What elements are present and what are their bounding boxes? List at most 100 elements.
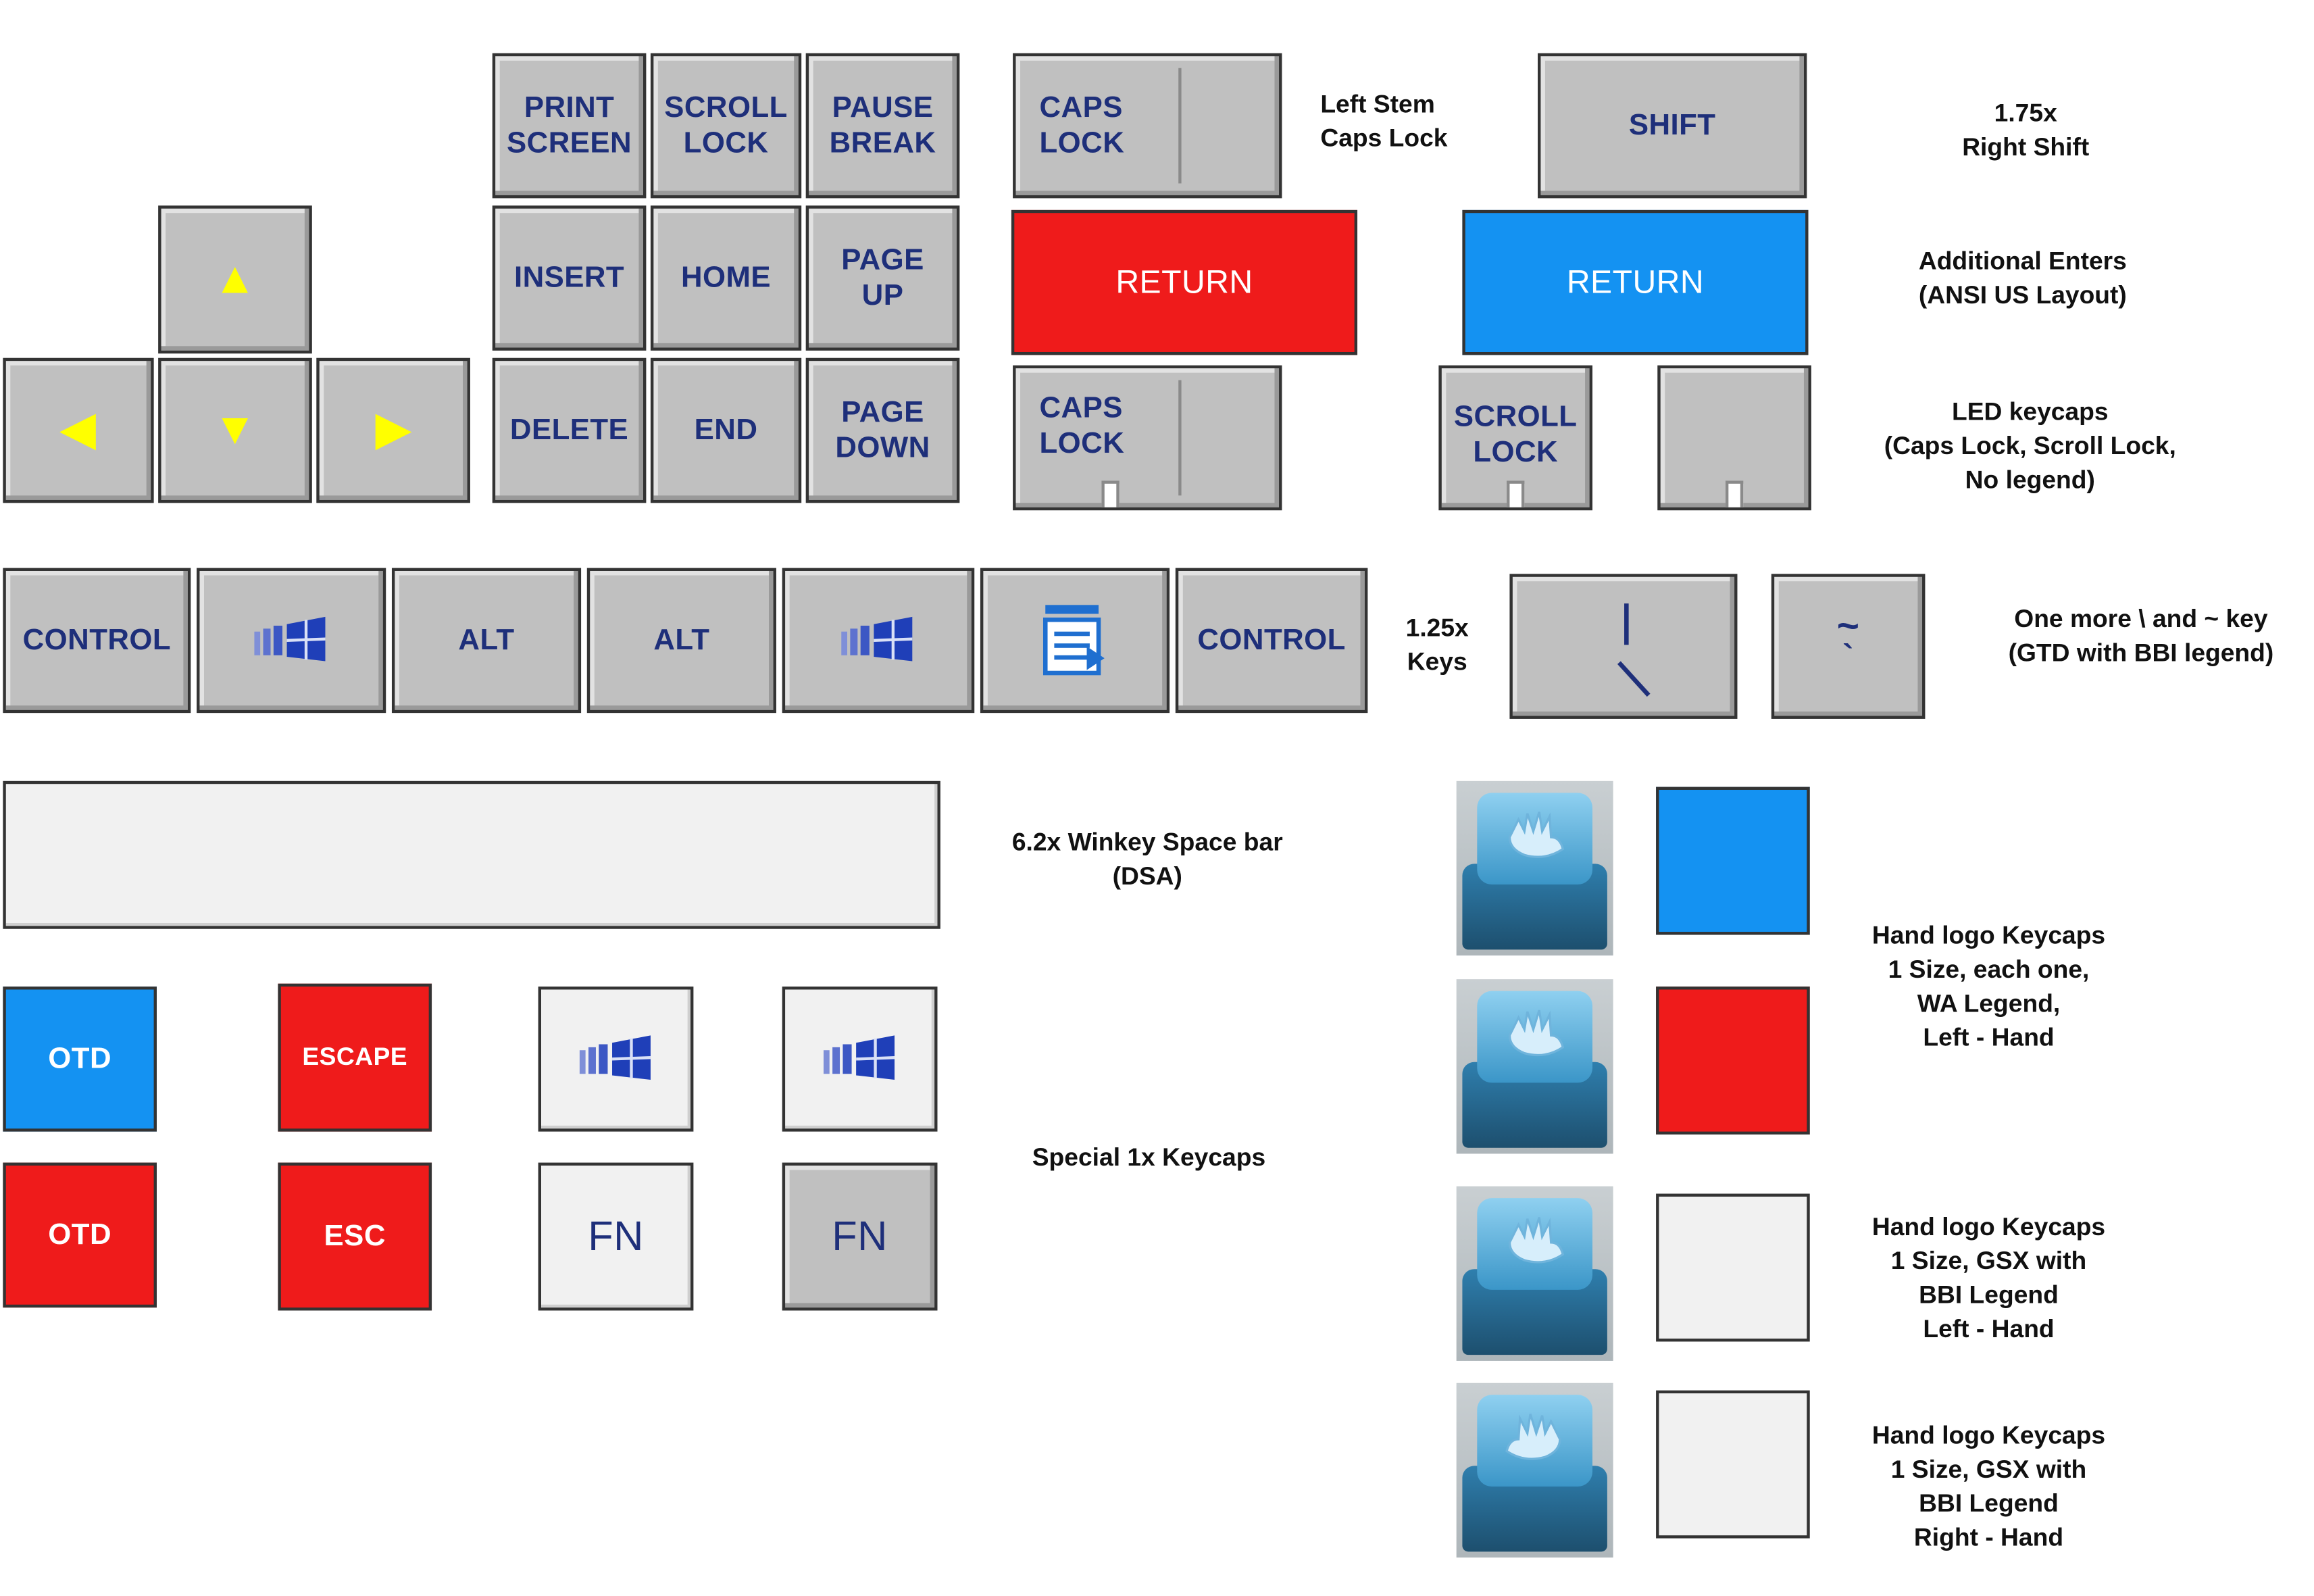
context-menu-icon <box>1042 605 1105 676</box>
key-legend: ESC <box>324 1220 386 1253</box>
note-line: 1.75x <box>1994 99 2057 128</box>
arrow-right-icon: ▶ <box>376 405 411 455</box>
note-line: Left - Hand <box>1923 1314 2055 1343</box>
key-legend: PAGE UP <box>841 244 924 312</box>
key-legend: RETURN <box>1566 263 1705 300</box>
note-line: Hand logo Keycaps <box>1871 921 2106 950</box>
esc-key: ESC <box>278 1162 432 1311</box>
hand-logo-icon <box>1508 1217 1565 1264</box>
led-window <box>1725 480 1744 507</box>
note-line: 1 Size, GSX with <box>1890 1247 2087 1275</box>
key-legend: CONTROL <box>1197 624 1346 657</box>
additional-enters-note: Additional Enters (ANSI US Layout) <box>1885 245 2160 313</box>
arrow-down-key: ▼ <box>158 357 312 503</box>
note-line: WA Legend, <box>1917 989 2061 1018</box>
note-line: LED keycaps <box>1951 397 2109 426</box>
key-legend: HOME <box>681 261 772 295</box>
hand-keycap-photo <box>1456 979 1613 1154</box>
note-line: Left - Hand <box>1923 1023 2055 1052</box>
caps-lock-left-stem-key: CAPS LOCK <box>1013 53 1282 199</box>
fn-gray-key: FN <box>782 1162 938 1311</box>
hand-logo-icon <box>1505 1414 1561 1460</box>
special-keycaps-note: Special 1x Keycaps <box>1009 1142 1290 1176</box>
key-legend: OTD <box>48 1218 112 1251</box>
keys-125-note: 1.25x Keys <box>1393 612 1482 680</box>
backslash-key <box>1509 574 1738 719</box>
note-line: (DSA) <box>1112 862 1182 891</box>
key-legend: END <box>694 414 758 447</box>
note-line: 6.2x Winkey Space bar <box>1011 828 1283 857</box>
windows-white-key-2 <box>782 987 938 1132</box>
key-legend: DELETE <box>509 414 629 447</box>
note-line: Left Stem <box>1320 90 1435 119</box>
insert-key: INSERT <box>492 205 647 351</box>
hand-wa-note: Hand logo Keycaps 1 Size, each one, WA L… <box>1848 920 2130 1056</box>
arrow-up-icon: ▲ <box>213 254 257 303</box>
windows-right-key <box>782 568 975 714</box>
note-line: Special 1x Keycaps <box>1032 1143 1266 1172</box>
tilde-key: ~ ` <box>1771 574 1926 719</box>
arrow-right-key: ▶ <box>316 357 470 503</box>
return-blue-key: RETURN <box>1462 209 1809 355</box>
fn-white-key: FN <box>538 1162 694 1311</box>
key-legend: ALT <box>458 624 515 657</box>
windows-logo-icon <box>578 1035 650 1080</box>
stem-divider <box>1178 380 1182 496</box>
backslash-pipe-legend <box>1617 603 1651 697</box>
windows-logo-icon <box>254 616 326 662</box>
alt-left-key: ALT <box>391 568 582 714</box>
arrow-down-icon: ▼ <box>213 405 257 455</box>
led-window <box>1101 480 1120 507</box>
key-legend: SCROLL LOCK <box>1453 401 1578 469</box>
white-swatch-2 <box>1656 1390 1810 1539</box>
hand-logo-icon <box>1508 812 1565 858</box>
key-legend: ESCAPE <box>302 1042 408 1071</box>
shift-key: SHIFT <box>1538 53 1807 199</box>
note-line: (Caps Lock, Scroll Lock, <box>1884 432 2176 460</box>
key-legend: FN <box>588 1213 644 1260</box>
windows-logo-icon <box>822 1035 894 1080</box>
key-legend: RETURN <box>1115 263 1253 300</box>
end-key: END <box>650 357 802 503</box>
key-legend: PRINT SCREEN <box>507 91 632 160</box>
arrow-left-key: ◀ <box>3 357 154 503</box>
note-line: Right - Hand <box>1913 1523 2064 1551</box>
blue-swatch <box>1656 787 1810 935</box>
print-screen-key: PRINT SCREEN <box>492 53 647 199</box>
key-legend: OTD <box>48 1043 112 1076</box>
note-line: BBI Legend <box>1919 1489 2059 1518</box>
key-legend: ALT <box>653 624 710 657</box>
pause-break-key: PAUSE BREAK <box>805 53 960 199</box>
hand-keycap-photo <box>1456 780 1613 956</box>
key-legend-tilde: ~ <box>1836 603 1860 647</box>
key-legend: INSERT <box>513 261 625 295</box>
page-down-key: PAGE DOWN <box>805 357 960 503</box>
key-legend: SHIFT <box>1628 109 1716 143</box>
note-line: No legend) <box>1965 466 2095 494</box>
hand-gsx-left-note: Hand logo Keycaps 1 Size, GSX with BBI L… <box>1848 1212 2130 1347</box>
arrow-left-icon: ◀ <box>61 405 96 455</box>
stem-divider <box>1178 68 1182 184</box>
note-line: 1 Size, GSX with <box>1890 1455 2087 1484</box>
spacebar-note: 6.2x Winkey Space bar (DSA) <box>983 827 1311 895</box>
scroll-lock-key: SCROLL LOCK <box>650 53 802 199</box>
hand-keycap-photo <box>1456 1186 1613 1361</box>
left-stem-note: Left Stem Caps Lock <box>1320 89 1447 156</box>
note-line: One more \ and ~ key <box>2014 605 2268 633</box>
white-swatch <box>1656 1193 1810 1342</box>
note-line: Additional Enters <box>1918 247 2127 276</box>
led-keycaps-note: LED keycaps (Caps Lock, Scroll Lock, No … <box>1856 397 2205 499</box>
menu-key <box>980 568 1170 714</box>
note-line: (GTD with BBI legend) <box>2008 639 2274 668</box>
otd-red-key: OTD <box>3 1162 157 1308</box>
led-window <box>1507 480 1525 507</box>
note-line: 1.25x <box>1405 614 1469 643</box>
key-legend: CONTROL <box>22 624 172 657</box>
note-line: BBI Legend <box>1919 1280 2059 1310</box>
blank-led-key <box>1657 365 1811 511</box>
windows-logo-icon <box>841 616 913 662</box>
right-shift-note: 1.75x Right Shift <box>1922 97 2129 165</box>
key-legend-backtick: ` <box>1842 637 1854 674</box>
return-red-key: RETURN <box>1011 209 1358 355</box>
